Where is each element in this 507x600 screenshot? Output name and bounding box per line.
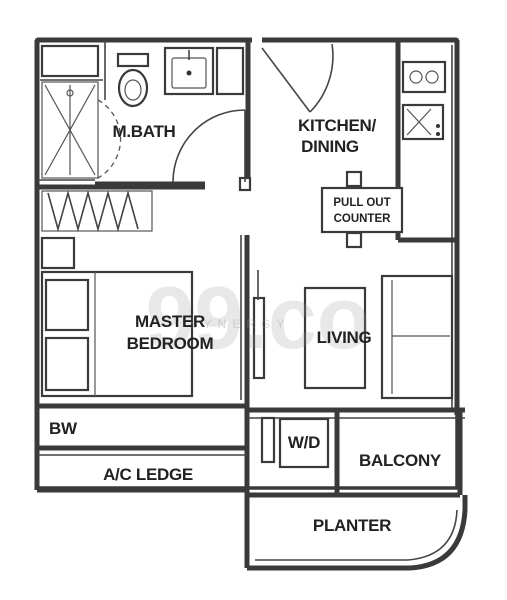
lower-band (37, 403, 247, 493)
living-furniture (303, 274, 454, 400)
wardrobe (41, 181, 205, 232)
label-master-bedroom-line1: MASTER (135, 312, 205, 331)
label-master-bedroom-line2: BEDROOM (127, 334, 214, 353)
watermark-logo: 99.co (145, 268, 370, 367)
kitchen-counter (395, 40, 457, 243)
pull-out-counter (320, 170, 404, 249)
label-planter: PLANTER (313, 516, 391, 535)
basin-icon (163, 46, 215, 96)
label-living: LIVING (317, 328, 372, 347)
watermark: 99.co SYNERGY (145, 268, 370, 367)
label-ac-ledge: A/C LEDGE (103, 465, 193, 484)
label-wd: W/D (288, 433, 320, 452)
watermark-tagline: SYNERGY (190, 317, 291, 331)
label-balcony: BALCONY (359, 451, 442, 470)
entrance-door (252, 37, 334, 113)
label-counter-line1: PULL OUT (333, 197, 390, 209)
master-bath-walls (37, 40, 252, 192)
bath-shelf (215, 46, 245, 96)
label-kitchen-line1: KITCHEN/ (298, 116, 376, 135)
balcony-area (244, 407, 468, 571)
label-bw: BW (49, 419, 78, 438)
bath-cabinet (40, 44, 100, 78)
toilet-icon (116, 52, 150, 108)
bath-door (172, 109, 246, 183)
label-master-bath: M.BATH (112, 122, 175, 141)
label-kitchen-line2: DINING (301, 137, 359, 156)
shower (41, 81, 122, 179)
bed (40, 236, 194, 398)
label-counter-line2: COUNTER (334, 213, 392, 225)
